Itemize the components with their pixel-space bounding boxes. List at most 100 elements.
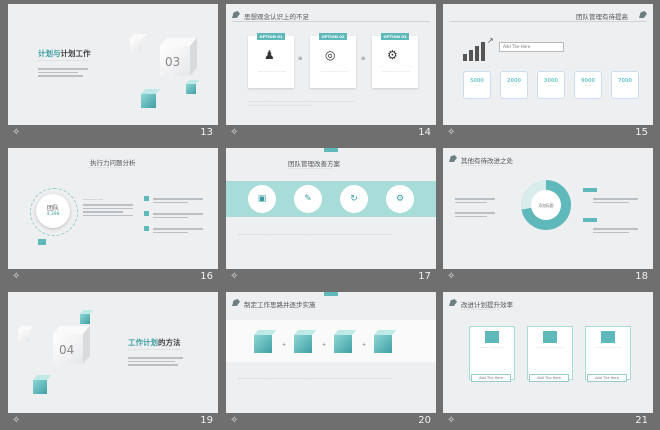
title-icon [232,299,240,306]
info-card-2[interactable]: ········ ······ ······· [527,326,573,380]
center-circle: 团队 4,398 [36,194,70,228]
divider [449,21,647,22]
right-tab-2 [583,218,597,222]
title-icon [639,11,647,18]
slide-number: 15 [635,127,648,138]
slide-18-footer: ✧ 18 [443,269,653,286]
add-button-3[interactable]: Add The Here [587,374,627,382]
add-button-1[interactable]: Add The Here [471,374,511,382]
body-text: ········································… [238,377,393,381]
slide-19-title: 工作计划的方法 [128,338,181,347]
slide-19[interactable]: 04 工作计划的方法 ·····························… [8,292,218,413]
right-text-1 [593,196,638,205]
left-text-2 [455,210,495,219]
title-icon [449,299,457,306]
slide-21-footer: ✧ 21 [443,413,653,430]
slide-20-title: 制定工作思路并逐步实施 [244,301,316,309]
star-icon[interactable]: ✧ [230,127,239,138]
slide-19-footer: ✧ 19 [8,413,218,430]
teal-marker-3 [144,226,149,231]
teal-marker-2 [144,211,149,216]
title-icon [232,11,240,18]
slide-number: 20 [418,415,431,426]
slide-14[interactable]: 思想观念认识上的不足 OPTION 01 ♟ ·················… [226,4,436,125]
slide-13[interactable]: 计划与计划工作 ································… [8,4,218,125]
runner-icon: ⚙ [387,48,398,62]
right-tab-1 [583,188,597,192]
card-text: ················· ······· [320,70,348,74]
subtitle-text: ·································· [461,164,499,168]
right-text-2 [593,226,638,235]
slide-14-footer: ✧ 14 [226,125,436,142]
info-card-1[interactable]: ········ ······ ······· [469,326,515,380]
body-text: ········································… [238,233,393,237]
slide-16-footer: ✧ 16 [8,269,218,286]
star-icon[interactable]: ✧ [230,271,239,282]
slide-14-title: 思想观念认识上的不足 [244,13,309,21]
add-button-2[interactable]: Add The Here [529,374,569,382]
option-card-2[interactable]: OPTION 02 ◎ ················· ······· [310,33,356,88]
title-icon [449,155,457,162]
plus-icon: + [322,342,327,348]
stat-box-4: 9000····· [574,71,602,99]
slide-17-title: 团队管理改善方案 [288,160,340,168]
slide-18[interactable]: 其他有待改进之处 ·······························… [443,148,653,269]
plus-icon: + [362,342,367,348]
subtitle-text: ········································… [288,167,334,171]
slide-18-title: 其他有待改进之处 [461,157,513,165]
info-card-3[interactable]: ········ ······ ······· [585,326,631,380]
stat-box-5: 7000····· [611,71,639,99]
star-icon[interactable]: ✧ [447,271,456,282]
teal-tab-left [38,239,46,245]
person-icon: ♟ [264,48,275,62]
top-tab [324,148,338,152]
stat-box-2: 2000····· [500,71,528,99]
slide-15[interactable]: 团队管理有待提高 ↗ Add The Here 5000····· 2000··… [443,4,653,125]
slide-number: 17 [418,271,431,282]
teal-marker-1 [144,196,149,201]
icon-circle-3[interactable]: ↻ [340,185,368,213]
plus-icon: + [282,342,287,348]
option-label-1: OPTION 01 [257,33,285,40]
icon-circle-4[interactable]: ⚙ [386,185,414,213]
star-icon[interactable]: ✧ [447,415,456,426]
icon-circle-1[interactable]: ▣ [248,185,276,213]
slide-16-title: 执行力问题分析 [90,159,136,167]
slide-16[interactable]: 执行力问题分析 ······························· … [8,148,218,269]
option-label-3: OPTION 03 [381,33,409,40]
subtitle-text: ········································… [38,59,89,63]
slide-number: 18 [635,271,648,282]
top-tab [324,292,338,296]
icon-circle-2[interactable]: ✎ [294,185,322,213]
big-number: 03 [165,55,181,69]
slide-20[interactable]: 制定工作思路并逐步实施 + + + ······················… [226,292,436,413]
bullet-list [38,66,88,79]
star-icon[interactable]: ✧ [447,127,456,138]
slide-17[interactable]: 团队管理改善方案 ·······························… [226,148,436,269]
slide-number: 19 [200,415,213,426]
slide-17-footer: ✧ 17 [226,269,436,286]
ring-center: 添加标题 [531,190,561,220]
slide-15-footer: ✧ 15 [443,125,653,142]
slide-13-title: 计划与计划工作 [38,49,91,58]
slide-20-footer: ✧ 20 [226,413,436,430]
star-icon[interactable]: ✧ [12,127,21,138]
middle-text: ·················· [83,198,133,218]
right-text-2 [153,211,203,220]
star-icon[interactable]: ✧ [12,271,21,282]
card-text: ················· ······· [382,70,410,74]
right-text-3 [153,226,203,235]
option-card-3[interactable]: OPTION 03 ⚙ ················· ······· [372,33,418,88]
body-text: ········································… [248,100,354,108]
slide-15-title: 团队管理有待提高 [576,13,628,21]
option-card-1[interactable]: OPTION 01 ♟ ················· ······· [248,33,294,88]
add-here-button[interactable]: Add The Here [499,42,564,52]
arc-decoration [30,188,78,236]
star-icon[interactable]: ✧ [12,415,21,426]
slide-21[interactable]: 改进计划提升效率 ·······························… [443,292,653,413]
star-icon[interactable]: ✧ [230,415,239,426]
subtitle-text: ········································… [128,348,182,352]
left-text-1 [455,196,495,205]
stat-box-1: 5000····· [463,71,491,99]
subtitle-text: ·································· [461,308,499,312]
